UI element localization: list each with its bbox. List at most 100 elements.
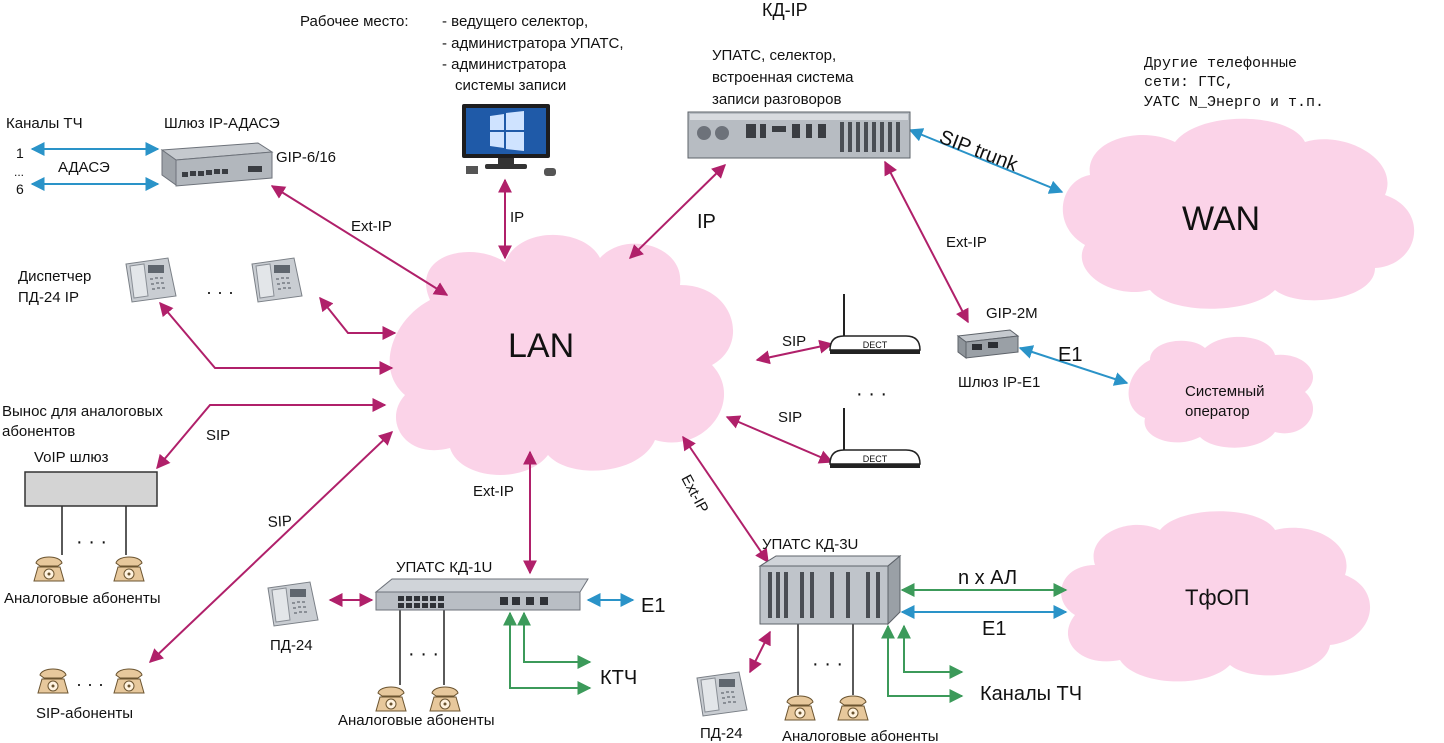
workstation-line-2: - администратора УПАТС, [442, 35, 624, 52]
analog-phone-icon [429, 686, 461, 712]
system-operator-cloud [1128, 336, 1314, 448]
labels: КД-IP Рабочее место: - ведущего селектор… [2, 0, 1324, 743]
dispatcher-line-1: Диспетчер [18, 268, 91, 285]
link-kd3u-channels-a [897, 624, 964, 679]
gip-2m-link-label: Ext-IP [946, 234, 987, 251]
workstation-line-1: - ведущего селектор, [442, 13, 588, 30]
pstn-label: ТфОП [1185, 585, 1249, 610]
other-networks-line-3: УАТС N_Энерго и т.п. [1144, 94, 1324, 111]
wan-cloud [1062, 118, 1415, 309]
link-sip-trunk [908, 128, 1064, 194]
wan-label: WAN [1182, 200, 1260, 238]
adase-link-label: Ext-IP [351, 218, 392, 235]
workstation-title: Рабочее место: [300, 13, 409, 30]
voip-gateway-box [24, 471, 158, 507]
server-link-label: IP [697, 211, 716, 233]
rack-server-icon [687, 111, 911, 159]
sip-phone-icon [37, 668, 69, 694]
sip-subscribers-dots: · · · [76, 674, 104, 694]
lan-cloud [389, 234, 734, 475]
adase-gateway-title: Шлюз IP-АДАСЭ [164, 115, 280, 132]
kd-3u-subscribers-label: Аналоговые абоненты [782, 728, 938, 743]
gip-2m-e1-label: E1 [1058, 344, 1082, 366]
workstation-line-3: - администратора [442, 56, 567, 73]
link-gip2m-operator [1018, 345, 1129, 386]
dect-base-station-1-icon: DECT [829, 293, 921, 355]
link-lan-dect2 [725, 415, 834, 464]
analog-phone-icon [113, 556, 145, 582]
dispatcher-phone-1-icon [125, 257, 177, 303]
voip-gateway-title: VoIP шлюз [34, 449, 109, 466]
pd24-phone-kd1u-icon [267, 581, 319, 627]
dect-2-sip-label: SIP [778, 409, 802, 426]
dect-dots: · · · [856, 383, 887, 405]
kd-1u-e1-label: E1 [641, 595, 665, 617]
server-line-1: УПАТС, селектор, [712, 47, 836, 64]
link-kd1u-ktch-b [503, 611, 592, 695]
voip-line-2: абонентов [2, 423, 75, 440]
tch-channel-first: 1 [16, 145, 24, 161]
kd-3u-dots: · · · [812, 653, 843, 675]
tch-channel-last: 6 [16, 181, 24, 197]
dect-base-station-2-icon: DECT [829, 407, 921, 469]
kd-3u-title: УПАТС КД-3U [762, 536, 858, 553]
sip-subscribers-link-label: SIP [267, 513, 292, 531]
kd-1u-pbx-icon [374, 578, 589, 611]
dect-label: DECT [863, 454, 888, 464]
system-operator-line-1: Системный [1185, 383, 1265, 400]
dispatcher-phone-2-icon [251, 257, 303, 303]
pd24-phone-kd3u-icon [696, 671, 748, 717]
link-pd24-kd3u [749, 630, 771, 674]
adase-gateway-model: GIP-6/16 [276, 149, 336, 166]
kd-3u-e1-label: E1 [982, 618, 1006, 640]
link-server-lan [628, 164, 727, 259]
sip-subscribers-label: SIP-абоненты [36, 705, 133, 722]
other-networks-line-2: сети: ГТС, [1144, 74, 1234, 91]
link-kd1u-ktch-a [517, 611, 592, 669]
desktop-monitor-icon [462, 104, 556, 176]
kd-3u-pbx-icon [758, 554, 902, 626]
kd-3u-channels-label: Каналы ТЧ [980, 683, 1082, 705]
dect-1-sip-label: SIP [782, 333, 806, 350]
analog-phone-icon [784, 695, 816, 721]
other-networks-line-1: Другие телефонные [1144, 55, 1297, 72]
kd-1u-link-label: Ext-IP [473, 483, 514, 500]
system-operator-line-2: оператор [1185, 403, 1250, 420]
voip-line-1: Вынос для аналоговых [2, 403, 163, 420]
workstation-link-label: IP [510, 209, 524, 226]
blue-links [30, 128, 1129, 619]
kd-3u-pd24-label: ПД-24 [700, 725, 743, 742]
link-dispatcher2-lan [319, 296, 397, 340]
gip-2m-gateway-icon [956, 329, 1020, 359]
pstn-cloud [1061, 511, 1371, 682]
green-links [503, 583, 1068, 703]
adase-label: АДАСЭ [58, 159, 110, 176]
gip-2m-title: Шлюз IP-E1 [958, 374, 1040, 391]
analog-wires [61, 505, 854, 695]
dispatcher-line-2: ПД-24 IP [18, 289, 79, 306]
gip-2m-model: GIP-2M [986, 305, 1038, 322]
analog-phone-icon [837, 695, 869, 721]
analog-phone-icon [375, 686, 407, 712]
voip-dots: · · · [76, 531, 107, 553]
link-server-gip2m [884, 160, 969, 324]
link-lan-kd3u [682, 435, 769, 564]
link-kd3u-channels-b [881, 624, 964, 703]
link-lan-dect1 [755, 339, 834, 365]
analog-phone-icon [33, 556, 65, 582]
gip-6-16-gateway-icon [160, 142, 274, 187]
voip-sip-label: SIP [206, 427, 230, 444]
link-gip616-lan [270, 185, 449, 296]
tch-channels-label: Каналы ТЧ [6, 115, 83, 132]
kd-1u-subscribers-label: Аналоговые абоненты [338, 712, 494, 729]
kd-1u-dots: · · · [408, 643, 439, 665]
link-lan-sip-subscribers [148, 431, 394, 663]
dispatcher-dots: · · · [206, 282, 234, 302]
link-dispatcher1-lan [159, 301, 394, 375]
dect-label: DECT [863, 340, 888, 350]
kd-1u-title: УПАТС КД-1U [396, 559, 492, 576]
center-title: КД-IP [762, 0, 808, 20]
workstation-line-4: системы записи [455, 77, 566, 94]
sip-trunk-label: SIP trunk [936, 126, 1021, 176]
